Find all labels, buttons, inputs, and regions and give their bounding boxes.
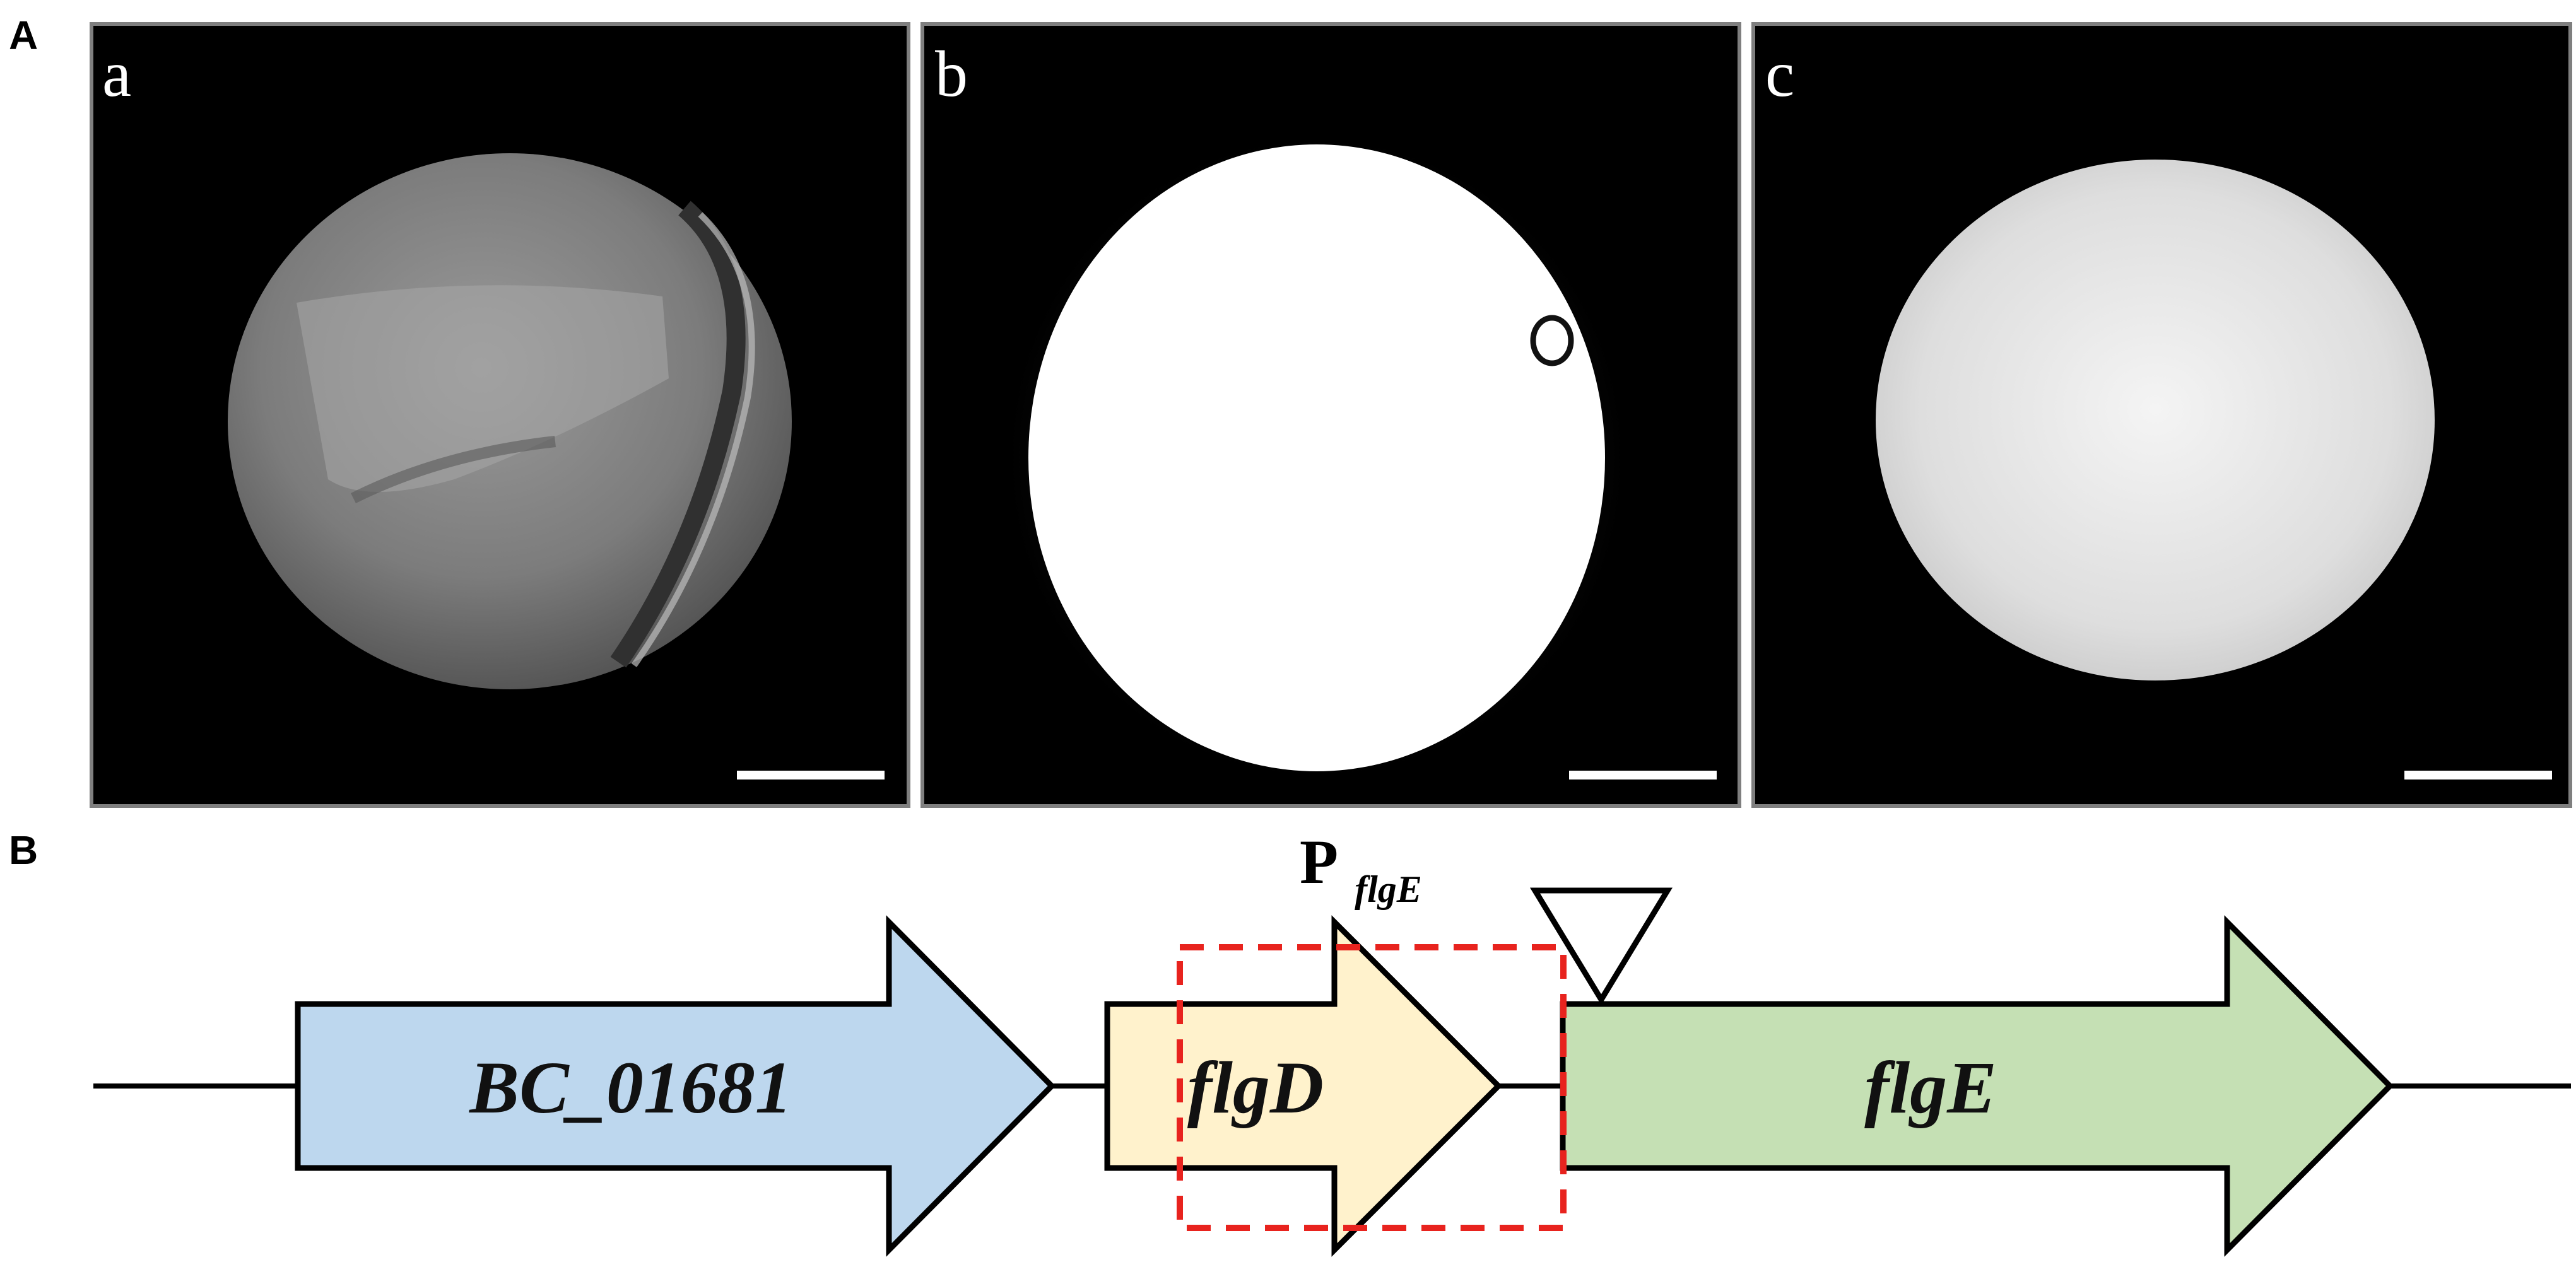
micrograph-letter-c: c bbox=[1765, 38, 1794, 110]
gene-arrow-flge bbox=[1560, 915, 2394, 1257]
promoter-label-main: P bbox=[1300, 827, 1338, 897]
promoter-label-sub: flgE bbox=[1355, 868, 1422, 910]
micrograph-letter-b: b bbox=[935, 38, 968, 110]
gene-label-bc-01681: BC_01681 bbox=[468, 1046, 792, 1129]
scale-bar-icon bbox=[737, 771, 885, 779]
gene-label-flgd: flgD bbox=[1187, 1046, 1324, 1129]
promoter-label: P flgE bbox=[1300, 827, 1422, 910]
micrograph-c: c bbox=[1751, 22, 2572, 808]
down-triangle-icon bbox=[1530, 887, 1673, 1005]
scale-bar-icon bbox=[1569, 771, 1717, 779]
panel-label-a: A bbox=[9, 13, 38, 58]
gene-label-flge: flgE bbox=[1864, 1046, 1997, 1129]
gene-arrow-bc-01681 bbox=[295, 915, 1056, 1257]
promoter-region-box bbox=[1177, 944, 1567, 1231]
micrograph-b: b bbox=[920, 22, 1741, 808]
panel-label-b: B bbox=[9, 827, 38, 873]
scale-bar-icon bbox=[2404, 771, 2552, 779]
micrograph-a: a bbox=[90, 22, 910, 808]
gene-arrow-flgd bbox=[1104, 915, 1503, 1257]
micrograph-letter-a: a bbox=[102, 38, 131, 110]
